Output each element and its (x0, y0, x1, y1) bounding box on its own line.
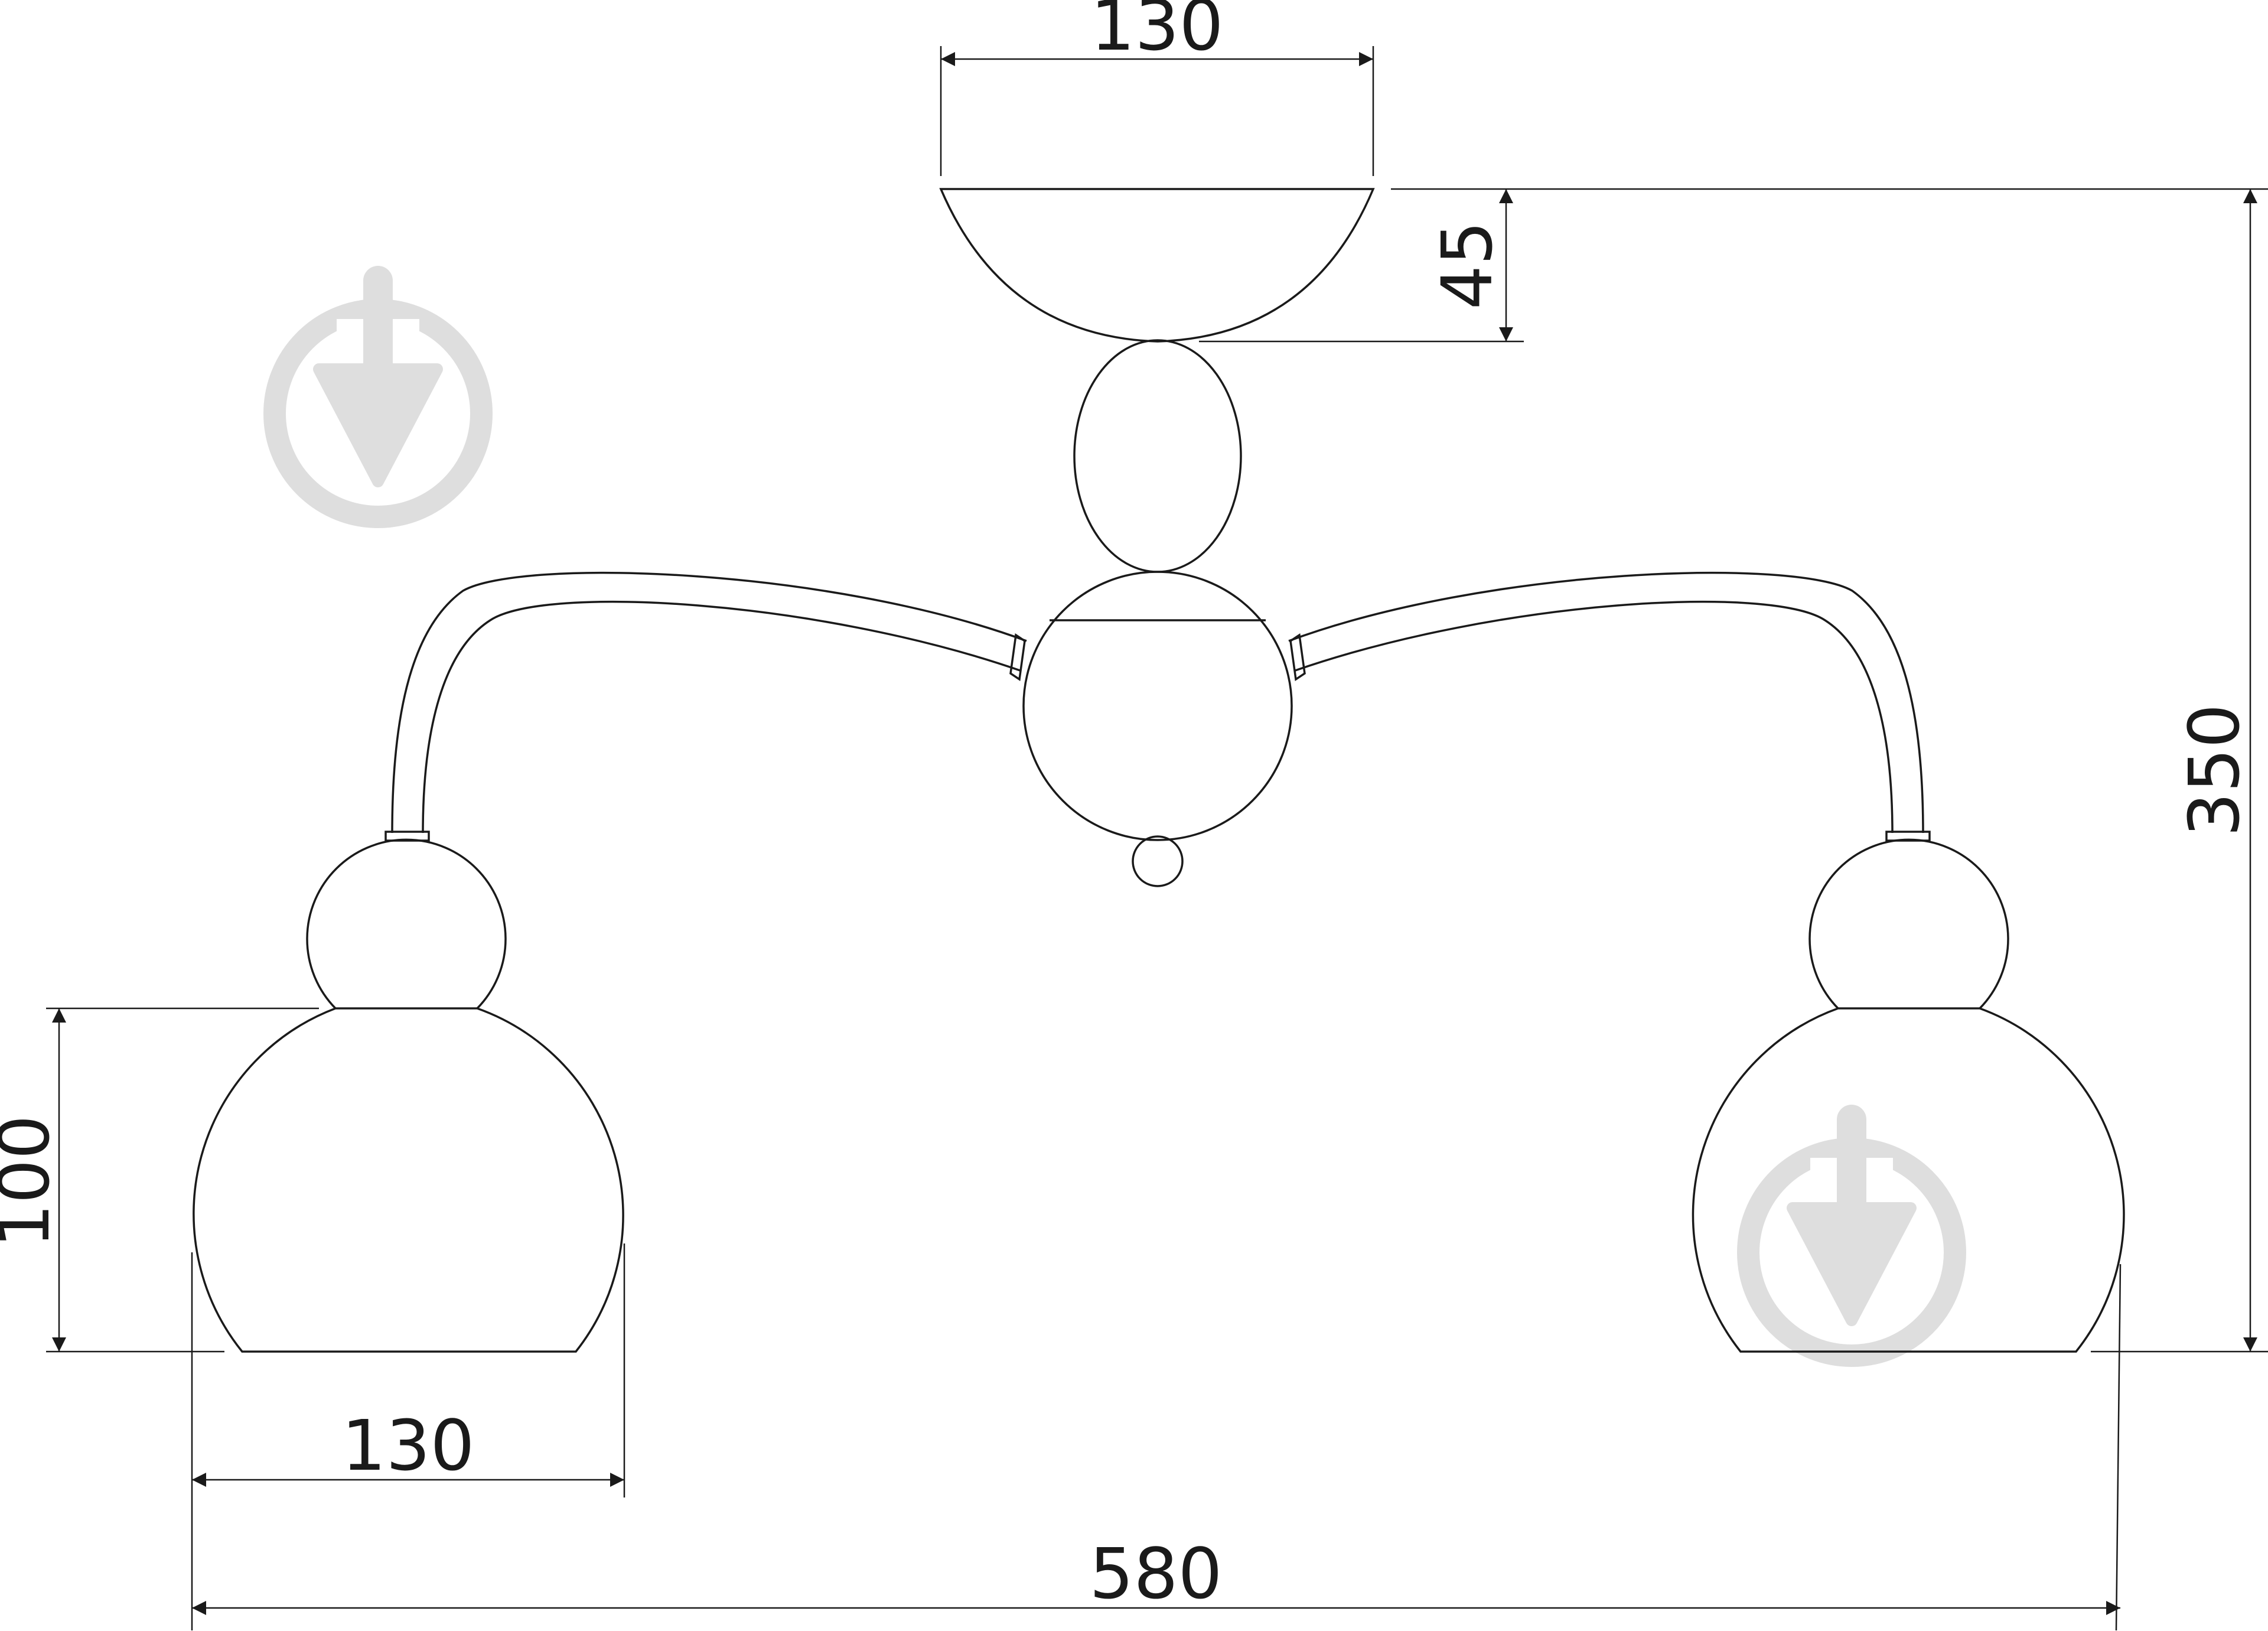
right-shade (1692, 1007, 2125, 1353)
left-arm (391, 571, 1027, 834)
dimension-lines (46, 46, 2268, 1631)
center-ball (1022, 571, 1293, 841)
lamp-outline (193, 188, 2125, 1353)
download-arrow-icon (1737, 1105, 1966, 1367)
ceiling-canopy (939, 188, 1375, 343)
dim-canopy-height-label: 45 (1426, 221, 1508, 310)
left-shade (193, 1007, 624, 1353)
right-arm (1288, 571, 1924, 834)
bottom-finial (1132, 835, 1184, 887)
dim-total-width-label: 580 (1089, 1533, 1222, 1614)
neck-ellipse (1073, 339, 1242, 573)
left-cup (306, 838, 507, 1010)
dim-shade-width-label: 130 (341, 1405, 474, 1486)
dim-top-width-label: 130 (1090, 0, 1223, 66)
dim-total-height-label: 350 (2174, 704, 2255, 836)
dim-shade-height-label: 100 (0, 1115, 65, 1248)
download-arrow-icon (263, 266, 493, 528)
right-cup (1808, 838, 2009, 1010)
